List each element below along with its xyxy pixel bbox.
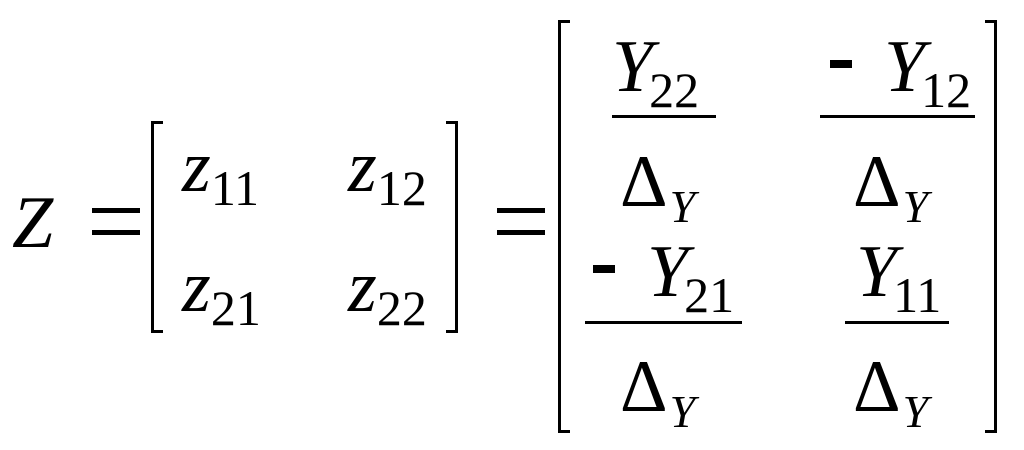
- y-cell-21-denominator: ΔY: [620, 346, 696, 437]
- y-cell-12-numerator: Y12: [884, 26, 972, 118]
- z21-element: z21: [182, 246, 261, 336]
- z-matrix-right-bracket: [446, 121, 458, 333]
- z12-element: z12: [348, 126, 427, 216]
- z-matrix-left-bracket: [151, 121, 163, 333]
- minus-sign: [593, 265, 615, 273]
- y-matrix-right-bracket: [985, 20, 997, 433]
- lhs-symbol: Z: [12, 182, 54, 264]
- minus-sign: [830, 60, 852, 68]
- y-cell-11-denominator: ΔY: [620, 141, 696, 232]
- y-cell-22-denominator: ΔY: [853, 346, 929, 437]
- fraction-bar: [612, 115, 716, 118]
- y-cell-21-numerator: Y21: [647, 231, 735, 323]
- y-cell-22-numerator: Y11: [856, 231, 942, 323]
- y-cell-12-denominator: ΔY: [853, 141, 929, 232]
- y-cell-11-numerator: Y22: [612, 26, 700, 118]
- fraction-bar: [585, 321, 742, 324]
- y-matrix-left-bracket: [558, 20, 570, 433]
- z22-element: z22: [348, 246, 427, 336]
- equals-sign-1: [92, 208, 140, 238]
- equals-sign-2: [497, 208, 545, 238]
- fraction-bar: [845, 321, 949, 324]
- fraction-bar: [820, 115, 975, 118]
- z11-element: z11: [182, 126, 259, 216]
